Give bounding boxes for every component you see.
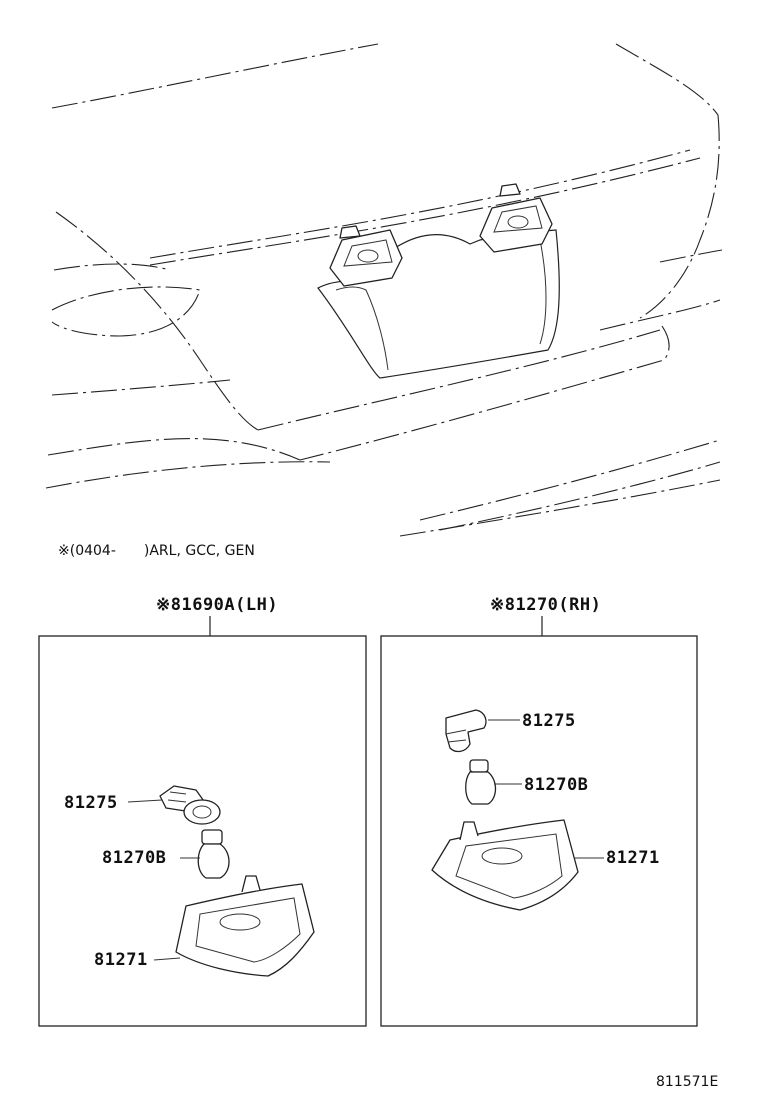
part-number-rh-socket: 81275 — [522, 711, 576, 731]
part-number-lh-bulb: 81270B — [102, 848, 166, 868]
leader-lh-lamp — [153, 957, 181, 961]
lamp-housing-rh — [431, 819, 579, 911]
socket-lh — [159, 785, 221, 825]
bulb-lh — [197, 829, 230, 879]
application-note: ※(0404- )ARL, GCC, GEN — [58, 543, 255, 559]
part-number-lh-socket: 81275 — [64, 793, 118, 813]
leader-lh-socket — [127, 799, 163, 803]
assembly-label-rh: ※81270(RH) — [490, 595, 601, 615]
assembly-box-lh — [38, 635, 367, 1027]
installed-lamp-left — [329, 225, 403, 287]
bulb-rh — [465, 759, 497, 805]
car-rear-illustration — [45, 43, 723, 537]
socket-rh — [445, 709, 487, 753]
part-number-rh-lamp: 81271 — [606, 848, 660, 868]
figure-id: 811571E — [656, 1074, 718, 1090]
assembly-label-lh: ※81690A(LH) — [156, 595, 278, 615]
part-number-lh-lamp: 81271 — [94, 950, 148, 970]
part-number-rh-bulb: 81270B — [524, 775, 588, 795]
assembly-box-rh — [380, 635, 698, 1027]
lamp-housing-lh — [175, 875, 315, 977]
installed-lamp-right — [479, 183, 553, 253]
